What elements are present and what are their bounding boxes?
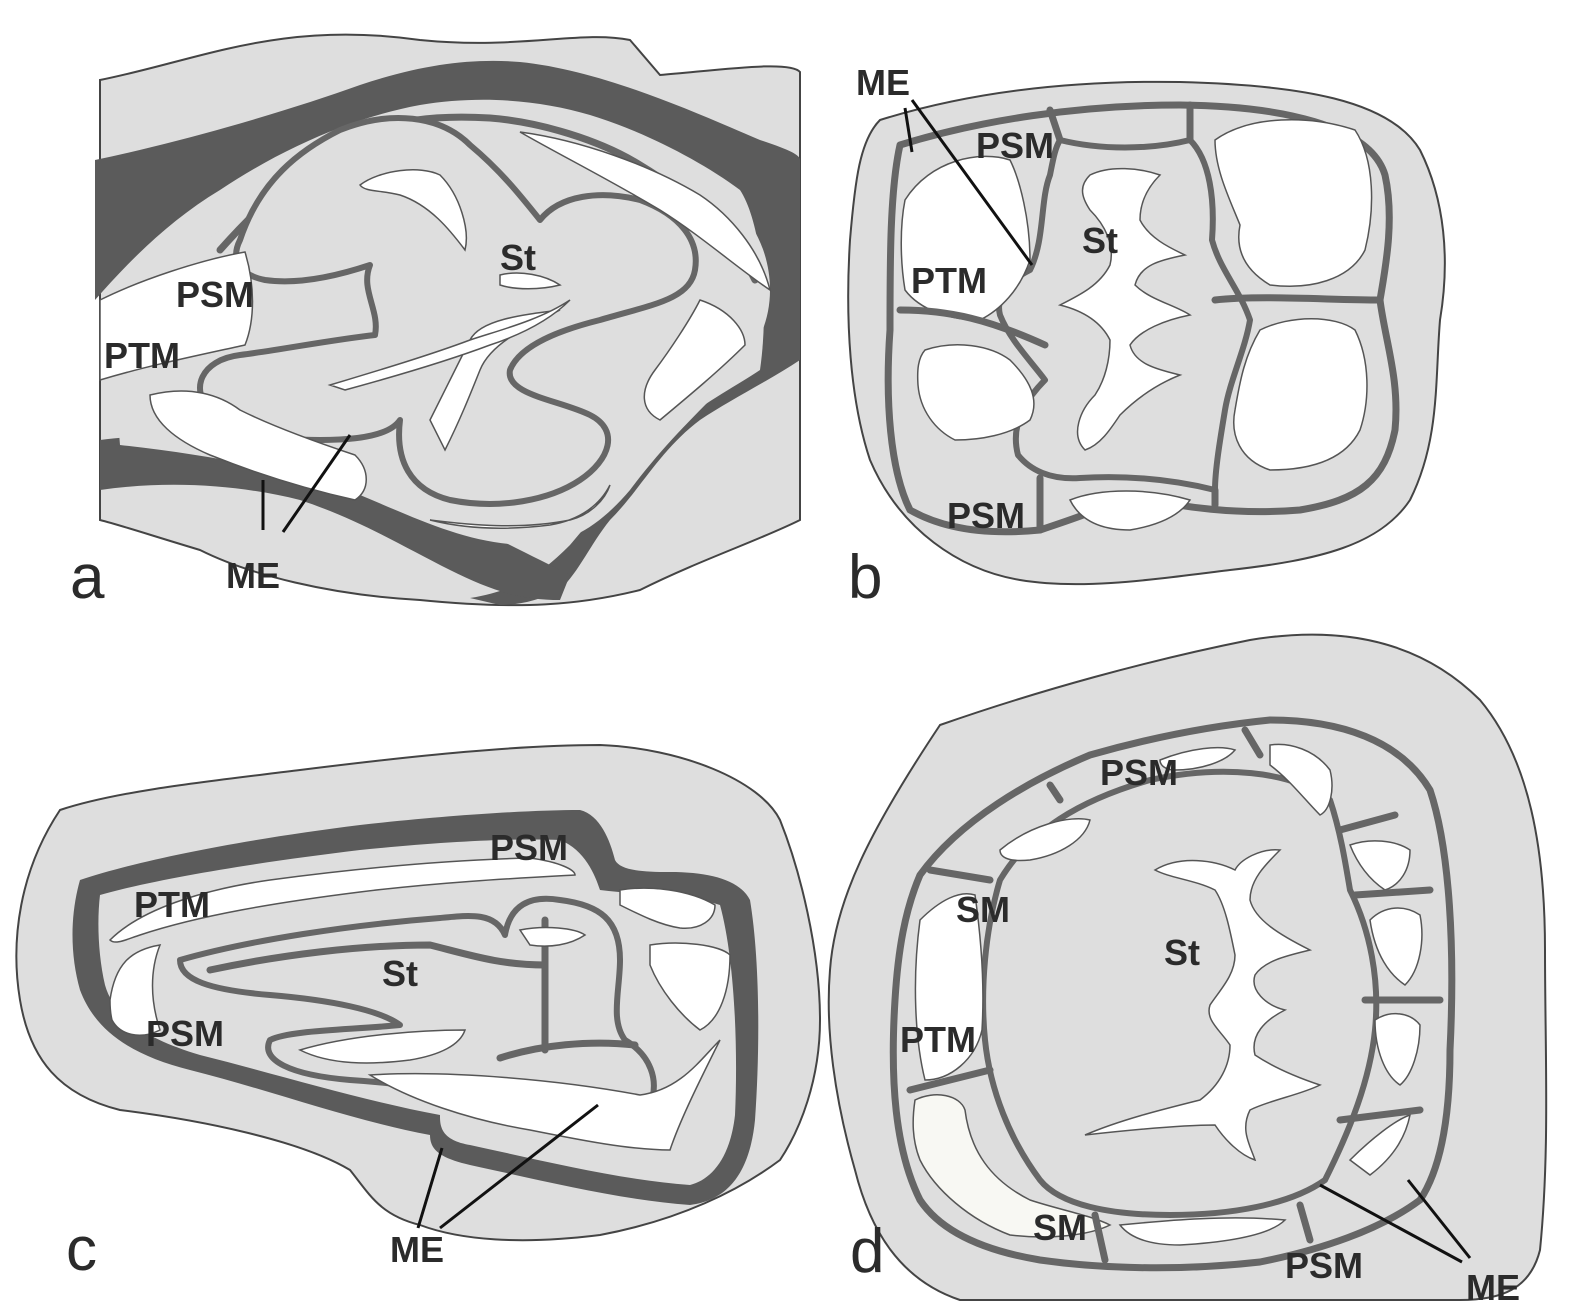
panel-d-cavity-6 <box>1374 1013 1421 1086</box>
panel-b-cavity-5 <box>1068 490 1192 531</box>
panel-a-label-ptm: PTM <box>104 335 180 376</box>
panel-b-septa <box>896 101 1384 534</box>
panel-a-label-st: St <box>500 237 536 278</box>
panel-b-wall-outline <box>884 101 1400 536</box>
panel-c-me-leader-1 <box>416 1147 444 1229</box>
panel-a-lumen-4 <box>499 272 562 290</box>
panel-a-lumen-3 <box>358 169 467 252</box>
panel-d-label-psm-bottom: PSM <box>1285 1245 1363 1286</box>
panel-a-stomach <box>197 115 699 507</box>
panel-d-septa <box>906 726 1444 1264</box>
panel-b-label-psm-bottom: PSM <box>947 495 1025 536</box>
panel-b-stomach-lumen <box>1057 167 1192 451</box>
panel-d-label-me: ME <box>1466 1267 1520 1305</box>
panel-c-cavity-left <box>109 944 162 1036</box>
panel-a-cavity-4 <box>643 299 746 421</box>
panel-d-letter: d <box>850 1217 884 1286</box>
panel-d-label-sm-upper: SM <box>956 889 1010 930</box>
panel-a-label-me: ME <box>226 555 280 596</box>
panel-d-cavity-4 <box>1349 840 1411 891</box>
panel-b-me-leader-2 <box>910 99 1034 266</box>
panel-c-me-leader-2 <box>439 1103 599 1230</box>
panel-a-cavity-5 <box>429 484 611 530</box>
panel-b-label-me: ME <box>856 62 910 103</box>
panel-a-me-leader-2 <box>281 434 352 533</box>
panel-c-cavity-7 <box>518 926 587 947</box>
panel-b-cavity-4 <box>1233 318 1368 471</box>
panel-d-stomach <box>980 768 1380 1218</box>
panel-d-cavity-9 <box>914 893 984 1081</box>
panel-d-label-st: St <box>1164 932 1200 973</box>
panel-d-cavity-10 <box>1118 1217 1287 1246</box>
panel-c-label-ptm: PTM <box>134 884 210 925</box>
panel-c-label-st: St <box>382 953 418 994</box>
panel-d-cavity-3 <box>1269 743 1333 816</box>
panel-d-cavity-1 <box>999 818 1091 862</box>
panel-b-label-ptm: PTM <box>911 260 987 301</box>
panel-c-cavity-3 <box>619 887 716 929</box>
panel-d-stomach-lumen <box>1084 849 1322 1162</box>
panel-a-lumen-2 <box>327 299 571 391</box>
panel-d-wall-outline <box>889 716 1456 1272</box>
panel-a-letter: a <box>70 543 105 612</box>
panel-c-label-psm-top: PSM <box>490 827 568 868</box>
panel-c-cavity-top <box>108 857 576 943</box>
panel-b: ME PSM St PTM PSM b <box>847 62 1446 612</box>
panel-d: PSM SM St PTM SM PSM ME d <box>827 633 1548 1305</box>
panel-c-label-psm-left: PSM <box>146 1013 224 1054</box>
panel-b-cavity-3 <box>916 344 1035 441</box>
panel-d-me-leader-2 <box>1406 1179 1472 1259</box>
panel-a: St PSM PTM ME a <box>70 33 801 612</box>
panel-c-cavity-6 <box>367 1039 721 1151</box>
panel-a-cavity-2 <box>149 390 367 501</box>
panel-c-cavity-4 <box>649 942 731 1031</box>
panel-b-label-psm-top: PSM <box>976 125 1054 166</box>
panel-a-lower-band <box>100 436 570 600</box>
panel-b-me-leader-1 <box>903 107 914 153</box>
panel-b-cavity-1 <box>900 155 1031 321</box>
panel-c-stomach-line-1 <box>206 941 549 974</box>
panel-a-cavity-1 <box>99 251 254 382</box>
panel-d-cavity-2 <box>1159 746 1237 771</box>
panel-d-me-leader-1 <box>1319 1183 1463 1264</box>
panel-c-letter: c <box>66 1215 97 1284</box>
panel-d-cavity-5 <box>1369 907 1423 986</box>
panel-d-cavity-8 <box>912 1094 1112 1238</box>
panel-b-letter: b <box>848 543 882 612</box>
panel-d-cavity-7 <box>1348 1113 1411 1176</box>
panel-d-label-ptm: PTM <box>900 1019 976 1060</box>
panel-c: PSM PTM St PSM ME c <box>15 743 822 1284</box>
panel-d-label-sm-lower: SM <box>1033 1207 1087 1248</box>
panel-c-label-me: ME <box>390 1229 444 1270</box>
panel-a-cavity-3 <box>519 131 772 292</box>
panel-c-cavity-5 <box>297 1029 467 1064</box>
panel-b-cavity-2 <box>1214 119 1373 287</box>
panel-d-label-psm-top: PSM <box>1100 752 1178 793</box>
panel-b-label-st: St <box>1082 220 1118 261</box>
panel-a-label-psm: PSM <box>176 274 254 315</box>
